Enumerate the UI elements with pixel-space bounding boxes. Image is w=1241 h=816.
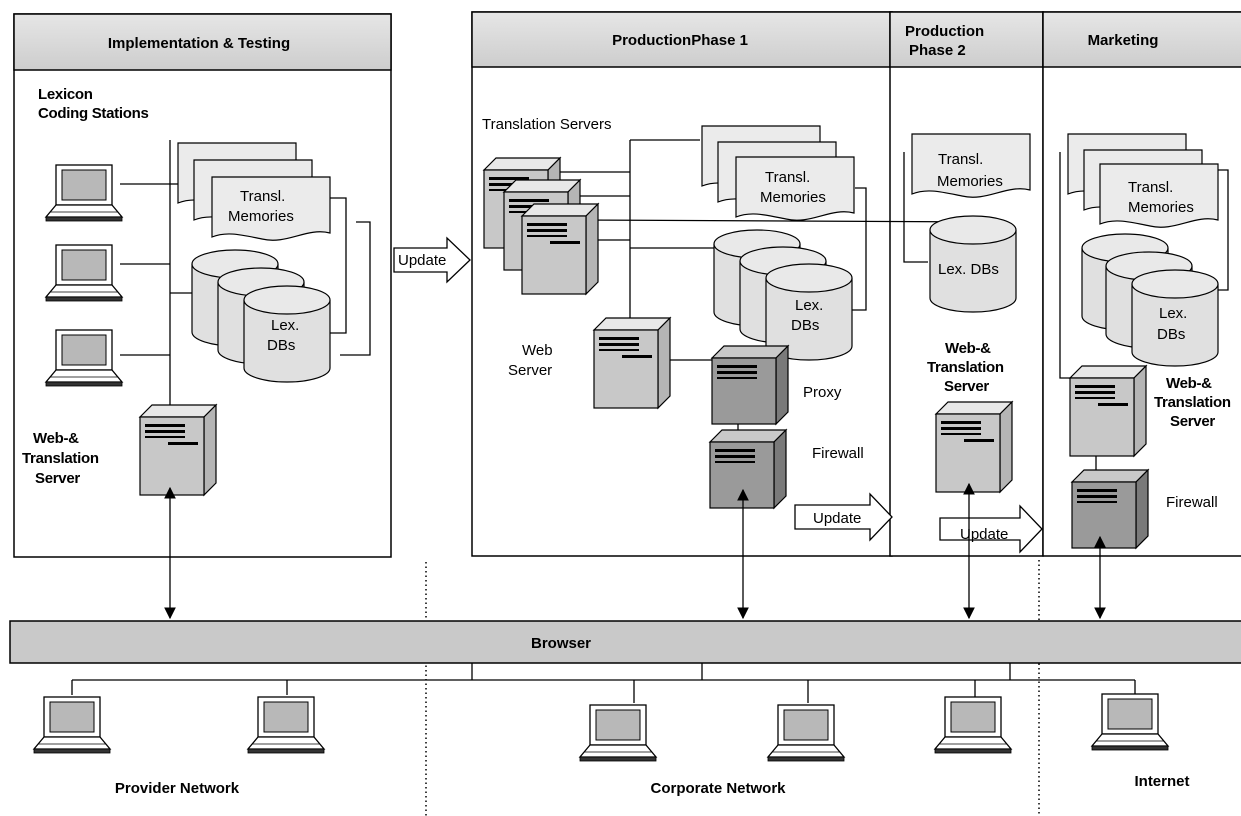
mkt-server-line2: Translation	[1154, 394, 1231, 411]
laptop-icon	[767, 704, 845, 762]
implementation-title: Implementation & Testing	[108, 35, 290, 52]
production2-header	[889, 11, 1044, 68]
marketing-header	[1042, 11, 1241, 68]
impl-memories-line1: Transl.	[240, 188, 285, 205]
p2-server-line3: Server	[944, 378, 989, 395]
impl-memories-line2: Memories	[228, 208, 294, 225]
web-server-icon	[593, 317, 671, 409]
implementation-header	[13, 13, 392, 71]
update-arrow	[939, 504, 1043, 554]
laptop-icon	[45, 164, 123, 222]
corporate-network-label: Corporate Network	[650, 780, 786, 797]
internet-label: Internet	[1134, 773, 1189, 790]
laptop-icon	[247, 696, 325, 754]
p2-db-label: Lex. DBs	[938, 261, 999, 278]
laptop-icon	[45, 244, 123, 302]
laptop-icon	[45, 329, 123, 387]
p1-memories-line1: Transl.	[765, 169, 810, 186]
mkt-wiring	[1216, 169, 1229, 291]
mkt-server-line1: Web-&	[1166, 375, 1212, 392]
firewall-icon	[1071, 469, 1149, 549]
laptop-icon	[1091, 693, 1169, 751]
impl-server-line2: Translation	[22, 450, 99, 467]
p1-db-line1: Lex.	[795, 297, 823, 314]
production2-title-line1: Production	[905, 23, 984, 40]
mkt-firewall-label: Firewall	[1166, 494, 1218, 511]
production2-title-line2: Phase 2	[909, 42, 966, 59]
update-arrow	[393, 236, 471, 284]
update-arrow	[794, 492, 893, 542]
mkt-db-line2: DBs	[1157, 326, 1185, 343]
p2-memories-line2: Memories	[937, 173, 1003, 190]
browser-bar	[9, 620, 1241, 664]
server-icon	[935, 401, 1013, 493]
translation-server-icon	[521, 203, 599, 295]
update-label-1: Update	[398, 252, 446, 269]
laptop-icon	[934, 696, 1012, 754]
web-server-label-line2: Server	[508, 362, 552, 379]
p2-server-line2: Translation	[927, 359, 1004, 376]
server-icon	[139, 404, 217, 496]
p1-memories-line2: Memories	[760, 189, 826, 206]
p1-firewall-label: Firewall	[812, 445, 864, 462]
provider-network-label: Provider Network	[115, 780, 240, 797]
impl-server-line3: Server	[35, 470, 80, 487]
laptop-icon	[579, 704, 657, 762]
marketing-title: Marketing	[1088, 32, 1159, 49]
update-label-2: Update	[813, 510, 861, 527]
server-icon	[1069, 365, 1147, 457]
mkt-wiring	[1059, 152, 1072, 379]
firewall-icon	[709, 429, 787, 509]
p1-db-line2: DBs	[791, 317, 819, 334]
impl-db-line1: Lex.	[271, 317, 299, 334]
database-icon	[243, 285, 331, 383]
impl-server-line1: Web-&	[33, 430, 79, 447]
update-label-3: Update	[960, 526, 1008, 543]
translation-servers-label: Translation Servers	[482, 116, 612, 133]
mkt-server-line3: Server	[1170, 413, 1215, 430]
p2-memories-line1: Transl.	[938, 151, 983, 168]
lexicon-label-line2: Coding Stations	[38, 105, 149, 122]
production1-title: ProductionPhase 1	[612, 32, 748, 49]
production1-header	[471, 11, 893, 68]
p1-wiring	[556, 139, 1001, 432]
browser-label: Browser	[531, 635, 591, 652]
client-wiring	[71, 663, 1136, 703]
proxy-icon	[711, 345, 789, 425]
mkt-memories-line2: Memories	[1128, 199, 1194, 216]
p2-wiring	[903, 152, 928, 263]
lexicon-label-line1: Lexicon	[38, 86, 93, 103]
impl-db-line2: DBs	[267, 337, 295, 354]
proxy-label: Proxy	[803, 384, 842, 401]
mkt-memories-line1: Transl.	[1128, 179, 1173, 196]
connection-arrows	[164, 482, 1106, 620]
web-server-label-line1: Web	[522, 342, 553, 359]
mkt-db-line1: Lex.	[1159, 305, 1187, 322]
p2-server-line1: Web-&	[945, 340, 991, 357]
laptop-icon	[33, 696, 111, 754]
